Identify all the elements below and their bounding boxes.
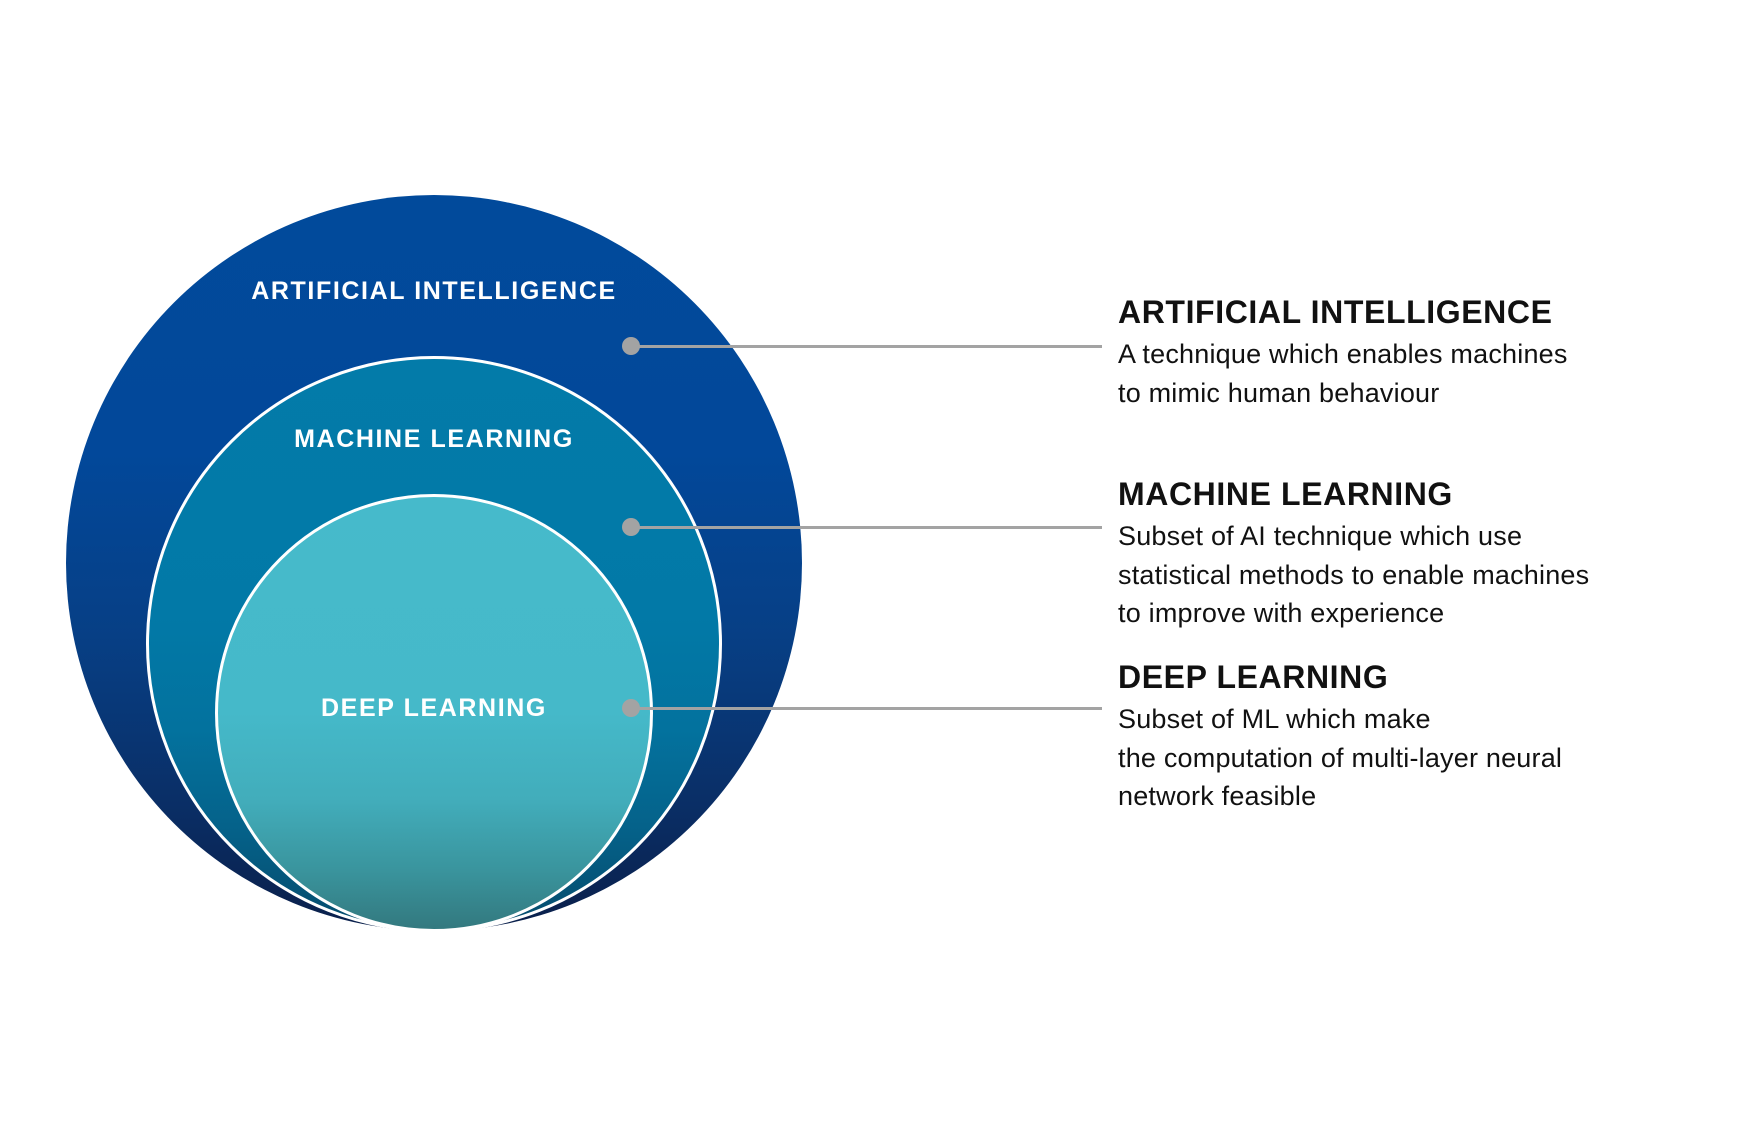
- connector-line-ml: [631, 526, 1102, 529]
- connector-dot-ai: [622, 337, 640, 355]
- legend-line: to improve with experience: [1118, 598, 1445, 628]
- connector-line-dl: [631, 707, 1102, 710]
- connector-dot-dl: [622, 699, 640, 717]
- legend-title: ARTIFICIAL INTELLIGENCE: [1118, 294, 1553, 330]
- legend-machine-learning: MACHINE LEARNING Subset of AI technique …: [1118, 478, 1589, 633]
- connector-dot-ml: [622, 518, 640, 536]
- legend-line: network feasible: [1118, 781, 1317, 811]
- legend-line: to mimic human behaviour: [1118, 377, 1440, 408]
- legend-line: statistical methods to enable machines: [1118, 559, 1590, 590]
- legend-line: Subset of AI technique which use: [1118, 521, 1523, 551]
- legend-description: A technique which enables machines to mi…: [1118, 335, 1568, 412]
- circle-label-ml: MACHINE LEARNING: [294, 425, 574, 453]
- legend-description: Subset of ML which make the computation …: [1118, 700, 1562, 816]
- legend-deep-learning: DEEP LEARNING Subset of ML which make th…: [1118, 661, 1562, 816]
- circle-label-ai: ARTIFICIAL INTELLIGENCE: [251, 277, 617, 305]
- circle-label-dl: DEEP LEARNING: [321, 694, 547, 722]
- legend-line: the computation of multi-layer neural: [1118, 742, 1563, 773]
- circle-deep-learning: [215, 494, 653, 932]
- legend-artificial-intelligence: ARTIFICIAL INTELLIGENCE A technique whic…: [1118, 296, 1568, 412]
- legend-line: Subset of ML which make: [1118, 704, 1431, 734]
- legend-description: Subset of AI technique which use statist…: [1118, 517, 1589, 633]
- legend-title: MACHINE LEARNING: [1118, 476, 1453, 512]
- legend-line: A technique which enables machines: [1118, 339, 1568, 369]
- connector-line-ai: [631, 345, 1102, 348]
- legend-title: DEEP LEARNING: [1118, 659, 1389, 695]
